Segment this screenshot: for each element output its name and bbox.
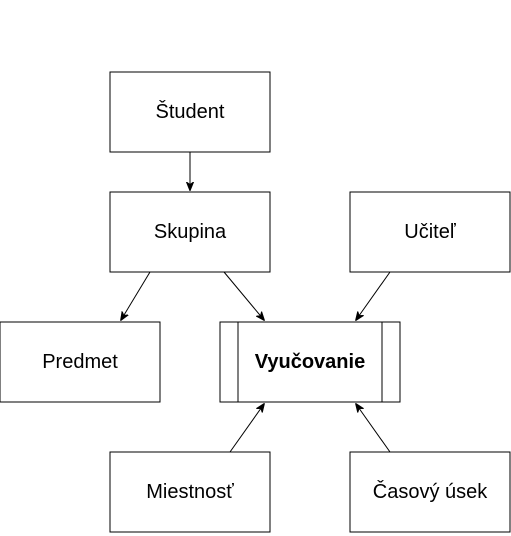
edge-skupina-to-vyucovanie xyxy=(223,271,264,320)
node-miestnost: Miestnosť xyxy=(109,451,271,533)
node-miestnost-label: Miestnosť xyxy=(146,481,234,503)
node-casovy-usek-label: Časový úsek xyxy=(373,480,488,503)
edge-casovy-usek-to-vyucovanie xyxy=(356,404,391,453)
node-student: Študent xyxy=(109,71,271,153)
node-casovy-usek: Časový úsek xyxy=(349,451,511,533)
edge-skupina-to-predmet xyxy=(121,271,151,320)
node-skupina: Skupina xyxy=(109,191,271,273)
node-predmet: Predmet xyxy=(0,321,161,403)
node-skupina-label: Skupina xyxy=(154,221,227,243)
node-predmet-label: Predmet xyxy=(42,351,118,373)
edge-ucitel-to-vyucovanie xyxy=(356,271,391,320)
edge-miestnost-to-vyucovanie xyxy=(229,404,264,453)
node-vyucovanie: Vyučovanie xyxy=(219,321,401,403)
node-ucitel: Učiteľ xyxy=(349,191,511,273)
node-vyucovanie-label: Vyučovanie xyxy=(255,351,365,373)
node-student-label: Študent xyxy=(156,100,225,123)
node-ucitel-label: Učiteľ xyxy=(404,221,457,243)
